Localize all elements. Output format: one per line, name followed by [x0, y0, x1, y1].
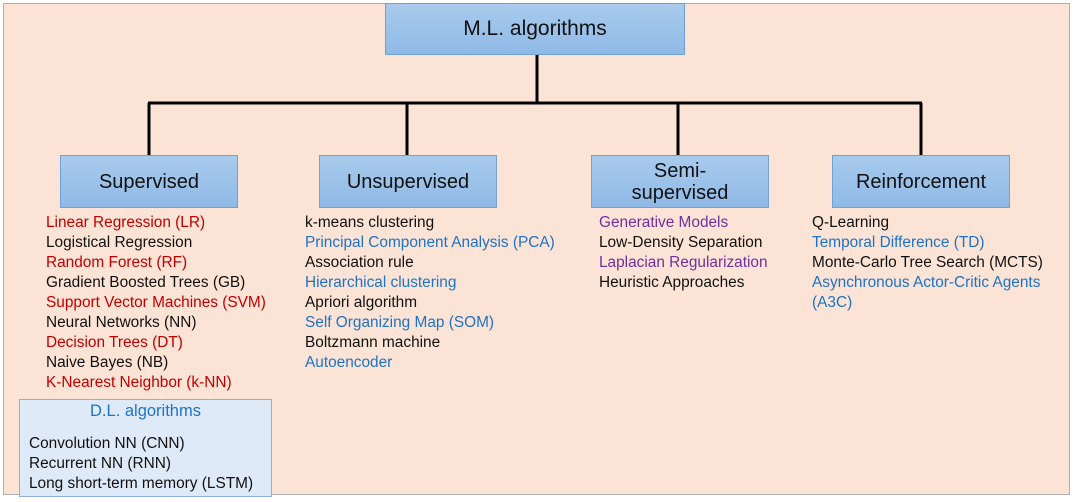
algorithm-item: K-Nearest Neighbor (k-NN) [46, 374, 232, 391]
dl-title: D.L. algorithms [90, 402, 201, 420]
algorithm-item: Linear Regression (LR) [46, 214, 206, 231]
algorithm-item: Gradient Boosted Trees (GB) [46, 274, 246, 291]
algorithm-item: Decision Trees (DT) [46, 334, 183, 351]
algorithm-item: Boltzmann machine [305, 334, 441, 351]
algorithm-item: Asynchronous Actor-Critic Agents [812, 274, 1041, 291]
category-label: Semi- supervised [631, 159, 729, 204]
algorithm-item: Laplacian Regularization [599, 254, 768, 271]
category-unsupervised: Unsupervised [319, 155, 497, 208]
category-semi-supervised: Semi- supervised [591, 155, 769, 208]
algorithm-item: Low-Density Separation [599, 234, 763, 251]
algorithm-item: Monte-Carlo Tree Search (MCTS) [812, 254, 1043, 271]
dl-algorithms-box: D.L. algorithms Convolution NN (CNN) Recu… [19, 399, 272, 497]
algorithm-item: Principal Component Analysis (PCA) [305, 234, 555, 251]
algorithm-item: Autoencoder [305, 354, 393, 371]
algorithm-item: Temporal Difference (TD) [812, 234, 985, 251]
algorithm-item: Hierarchical clustering [305, 274, 457, 291]
dl-algorithm-item: Convolution NN (CNN) [29, 435, 185, 452]
algorithm-item: Neural Networks (NN) [46, 314, 197, 331]
root-label: M.L. algorithms [463, 17, 607, 40]
algorithm-item: Association rule [305, 254, 414, 271]
algorithm-item: Random Forest (RF) [46, 254, 188, 271]
dl-algorithm-item: Recurrent NN (RNN) [29, 455, 171, 472]
category-label: Unsupervised [346, 170, 470, 193]
algorithm-item: Self Organizing Map (SOM) [305, 314, 495, 331]
algorithm-item: Naive Bayes (NB) [46, 354, 169, 371]
algorithm-item: Generative Models [599, 214, 729, 231]
algorithm-item: k-means clustering [305, 214, 435, 231]
dl-algorithm-list: Convolution NN (CNN) Recurrent NN (RNN) Lo… [29, 434, 253, 494]
supervised-algorithm-list: Linear Regression (LR) Logistical Regress… [46, 213, 266, 393]
category-reinforcement: Reinforcement [832, 155, 1010, 208]
algorithm-item: Heuristic Approaches [599, 274, 745, 291]
algorithm-item: Support Vector Machines (SVM) [46, 294, 266, 311]
category-label: Reinforcement [855, 170, 987, 193]
algorithm-item: Apriori algorithm [305, 294, 418, 311]
algorithm-item: (A3C) [812, 294, 853, 311]
root-node: M.L. algorithms [385, 3, 685, 55]
algorithm-item: Q-Learning [812, 214, 889, 231]
category-supervised: Supervised [60, 155, 238, 208]
algorithm-item: Logistical Regression [46, 234, 193, 251]
dl-algorithm-item: Long short-term memory (LSTM) [29, 475, 254, 492]
category-label: Supervised [98, 170, 200, 193]
